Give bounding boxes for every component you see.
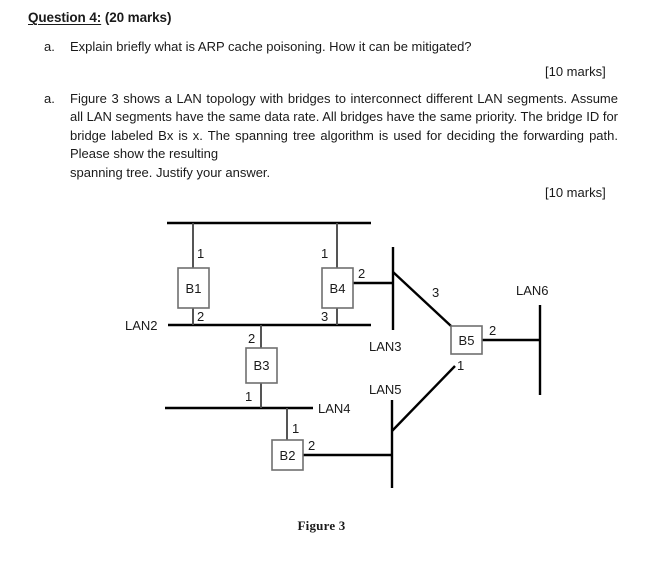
port-label-b5-p3: 3 [432, 285, 439, 300]
port-label-b4-p3: 3 [321, 309, 328, 324]
bridge-label-b5: B5 [459, 333, 475, 348]
port-label-b2-p2: 2 [308, 438, 315, 453]
question-item-a1: a. Explain briefly what is ARP cache poi… [44, 38, 604, 56]
bridge-box-b4 [321, 267, 354, 309]
question-item-a2-main: Figure 3 shows a LAN topology with bridg… [70, 91, 618, 162]
port-label-b1-p1: 1 [197, 246, 204, 261]
question-item-a2-lastline: spanning tree. Justify your answer. [70, 164, 271, 180]
port-label-b3-p1: 1 [245, 389, 252, 404]
question-item-a2: a. Figure 3 shows a LAN topology with br… [44, 90, 618, 182]
figure-caption: Figure 3 [0, 518, 667, 534]
port-label-b3-p2: 2 [248, 331, 255, 346]
bridge-label-b4: B4 [330, 281, 346, 296]
list-marker: a. [44, 91, 55, 106]
page-title: Question 4: (20 marks) [28, 10, 171, 25]
marks-item-a1: [10 marks] [545, 64, 606, 79]
lan-label-lan2: LAN2 [125, 318, 158, 333]
question-item-a1-text: Explain briefly what is ARP cache poison… [70, 39, 472, 54]
figure-3: B1 B4 B3 B2 B5 LAN2 LAN3 LAN4 LAN5 LAN6 … [0, 212, 667, 512]
question-number: Question 4: [28, 10, 102, 25]
bridge-box-b3 [245, 347, 278, 384]
lan-label-lan3: LAN3 [369, 339, 402, 354]
bridge-box-b1 [177, 267, 210, 309]
question-item-a2-text: Figure 3 shows a LAN topology with bridg… [70, 90, 618, 182]
lan-label-lan4: LAN4 [318, 401, 351, 416]
port-label-b4-p2: 2 [358, 266, 365, 281]
lan-label-lan6: LAN6 [516, 283, 549, 298]
port-label-b2-p1: 1 [292, 421, 299, 436]
port-label-b5-p1: 1 [457, 358, 464, 373]
bridge-box-b2 [271, 439, 304, 471]
question-marks-total: (20 marks) [101, 10, 172, 25]
figure-caption-text: Figure 3 [297, 518, 346, 533]
bridge-label-b2: B2 [280, 448, 296, 463]
link-b5-p1-lan5 [391, 365, 456, 432]
bridge-label-b3: B3 [254, 358, 270, 373]
port-label-b1-p2: 2 [197, 309, 204, 324]
bridge-box-b5 [450, 325, 483, 355]
bridge-label-b1: B1 [186, 281, 202, 296]
port-label-b5-p2: 2 [489, 323, 496, 338]
link-b5-p3-lan3 [392, 271, 452, 327]
marks-item-a2: [10 marks] [545, 185, 606, 200]
lan-label-lan5: LAN5 [369, 382, 402, 397]
list-marker: a. [44, 39, 55, 54]
port-label-b4-p1: 1 [321, 246, 328, 261]
